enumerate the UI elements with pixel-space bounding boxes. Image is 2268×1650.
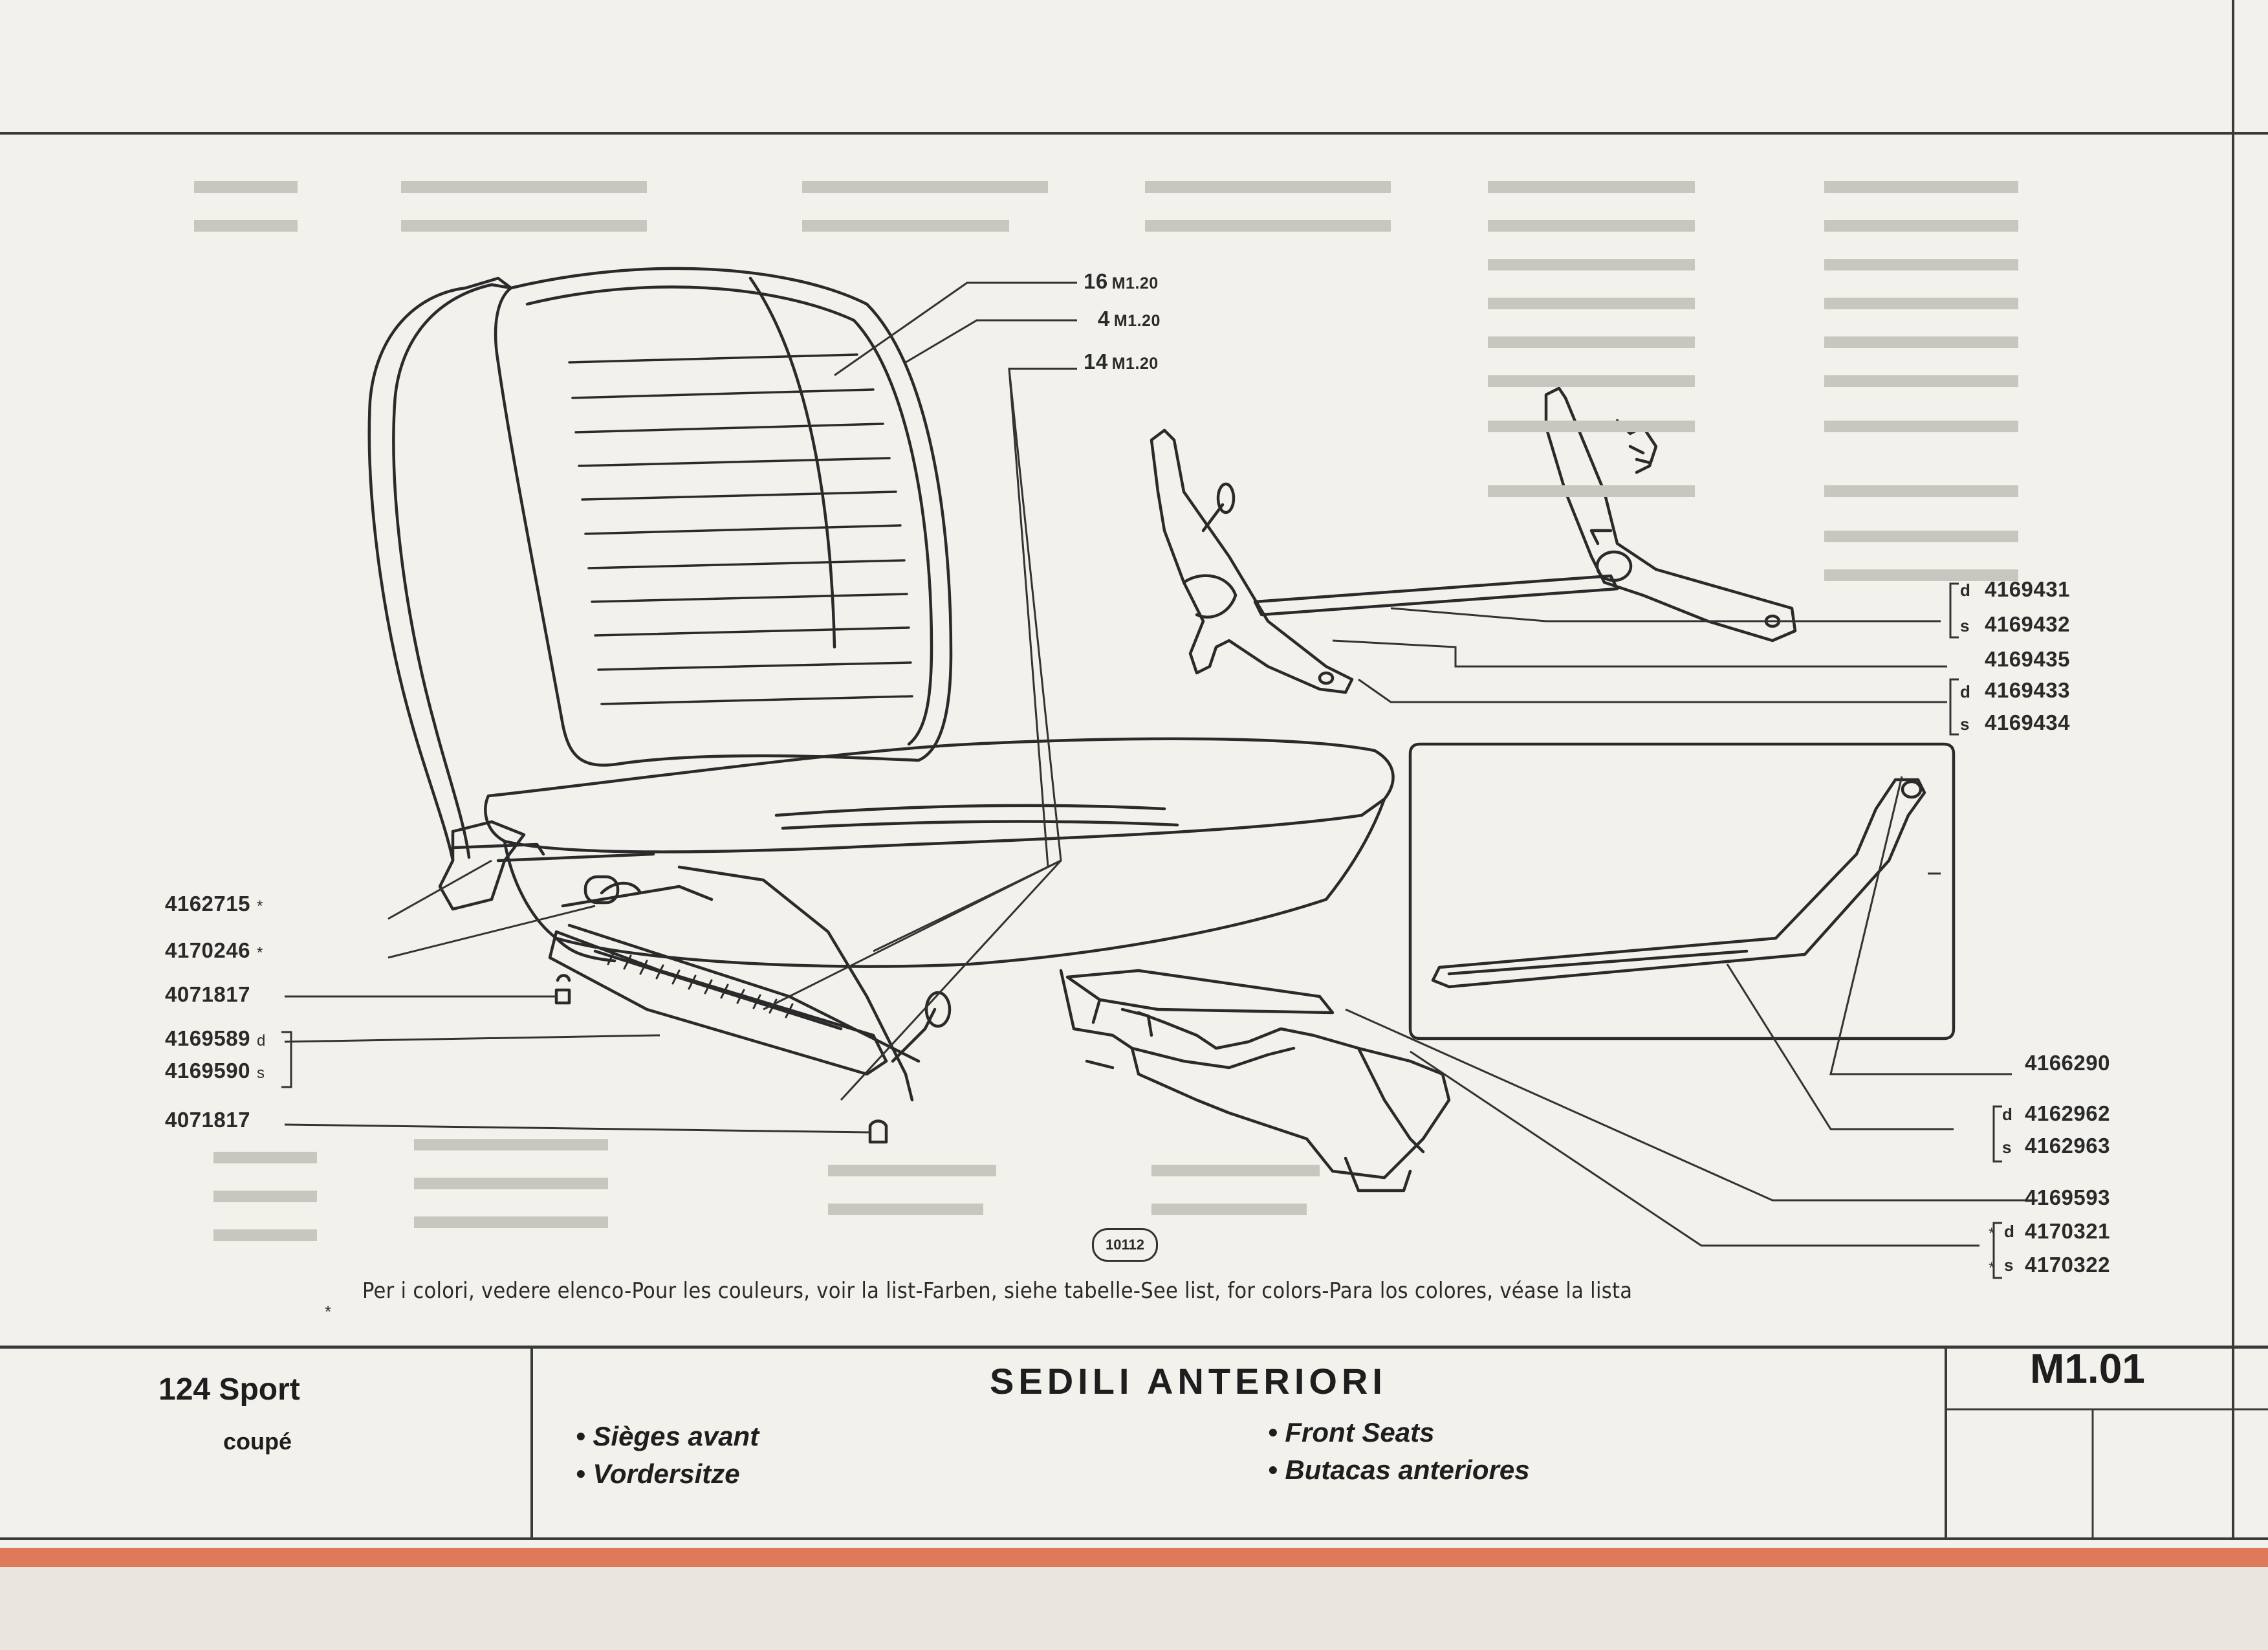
bullet: • [576,1458,585,1489]
seat-drawing [367,267,1451,1193]
part-number-4169434: 4169434 [1985,710,2070,734]
part-number-4169433: 4169433 [1985,678,2070,702]
translation-english: • Front Seats [1268,1417,1434,1448]
model-name: 124 Sport [158,1372,300,1407]
part-number-4169435: 4169435 [1985,647,2070,671]
backrest-hinge-drawing [1150,386,1797,694]
part-number: 4071817 [165,982,250,1006]
side-mark: d [2004,1222,2014,1241]
bullet: • [1268,1417,1278,1447]
part-number: 4169590 [165,1059,250,1083]
part-number-4162715: 4162715 * [165,892,263,916]
translation-french: • Sièges avant [576,1421,759,1452]
side-mark: s [2004,1255,2014,1275]
translation-text: Vordersitze [593,1458,740,1489]
callout-number: 4 [1098,307,1110,331]
model-variant: coupé [223,1428,292,1455]
callout-reference: M1.20 [1113,312,1161,330]
color-mark: * [256,944,263,962]
side-mark: s [256,1064,265,1082]
side-mark: d [2002,1105,2012,1124]
translation-german: • Vordersitze [576,1458,740,1490]
callout-reference: M1.20 [1111,355,1159,373]
part-number-4169432: 4169432 [1985,612,2070,636]
color-mark: * [1989,1259,1995,1277]
part-number-4071817-b: 4071817 [165,1108,250,1132]
callout-number: 16 [1084,269,1108,293]
color-note: Per i colori, vedere elenco-Pour les cou… [362,1278,1633,1304]
part-number-4162963: 4162963 [2025,1134,2110,1158]
part-number-4166290: 4166290 [2025,1051,2110,1075]
page-title: SEDILI ANTERIORI [990,1361,1387,1402]
callout-brackets [281,582,2002,1279]
part-number-4169589: 4169589 d [165,1026,266,1051]
page-below [0,1567,2268,1650]
part-number: 4162715 [165,892,250,916]
part-number-4169431: 4169431 [1985,577,2070,601]
part-number-4071817-a: 4071817 [165,982,250,1007]
drawing-number: 10112 [1092,1228,1158,1262]
side-mark: d [1960,682,1970,701]
page-code: M1.01 [2030,1345,2145,1392]
leader-lines [284,281,2038,1247]
part-number-4170321: 4170321 [2025,1219,2110,1243]
show-through [194,181,2018,1241]
callout-reference: M1.20 [1111,274,1159,292]
side-mark: s [1960,616,1970,635]
side-mark: d [256,1032,266,1050]
bullet: • [576,1421,585,1451]
page-edge-stripe [0,1548,2268,1567]
translation-text: Front Seats [1285,1417,1435,1447]
side-mark: d [1960,580,1970,600]
color-mark: * [256,897,263,915]
color-note-mark: * [325,1302,332,1321]
part-number: 4170246 [165,938,250,962]
part-number-4170246: 4170246 * [165,938,263,963]
part-number: 4071817 [165,1108,250,1132]
part-number-4162962: 4162962 [2025,1101,2110,1125]
translation-text: Sièges avant [593,1421,759,1451]
inset-drawing [1408,742,1956,1040]
translation-spanish: • Butacas anteriores [1268,1455,1530,1486]
side-mark: s [1960,714,1970,734]
part-number-4170322: 4170322 [2025,1253,2110,1277]
part-number-4169593: 4169593 [2025,1185,2110,1209]
translation-text: Butacas anteriores [1285,1455,1530,1485]
callout-number: 14 [1084,349,1108,373]
bullet: • [1268,1455,1278,1485]
side-mark: s [2002,1138,2012,1157]
part-number-4169590: 4169590 s [165,1059,265,1083]
color-mark: * [1989,1225,1995,1242]
part-number: 4169589 [165,1026,250,1050]
